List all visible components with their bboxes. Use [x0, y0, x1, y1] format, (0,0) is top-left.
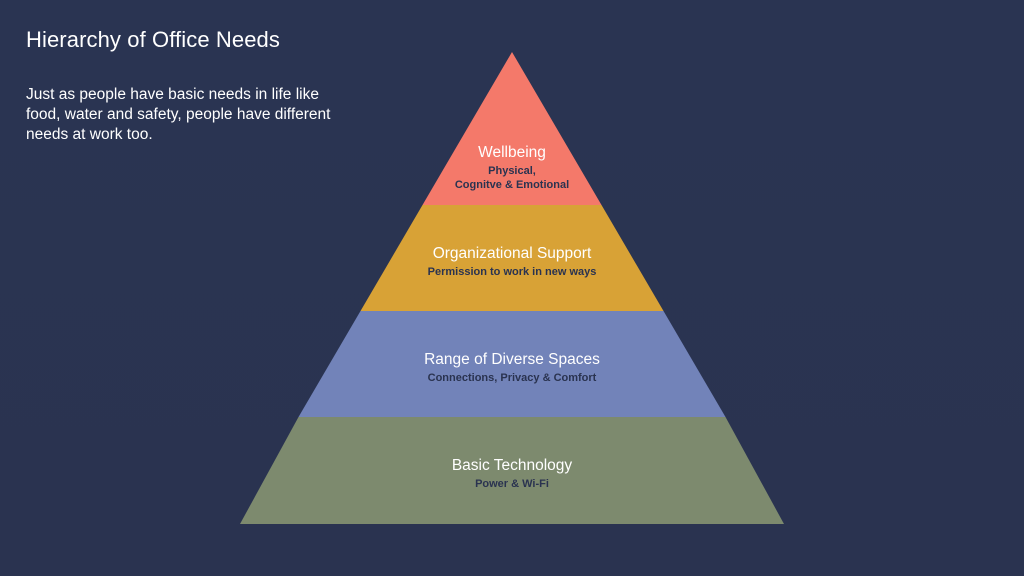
- tier-basic-technology-subtitle: Power & Wi-Fi: [475, 478, 549, 490]
- tier-diverse-spaces: Range of Diverse Spaces Connections, Pri…: [298, 311, 726, 417]
- tier-organizational-support-label: Organizational Support: [433, 245, 592, 262]
- intro-text: Just as people have basic needs in life …: [26, 86, 331, 143]
- tier-wellbeing: Wellbeing Physical, Cognitve & Emotional: [422, 52, 602, 205]
- tier-basic-technology-label: Basic Technology: [452, 457, 573, 474]
- tier-diverse-spaces-shape: [298, 311, 726, 417]
- tier-basic-technology-shape: [240, 417, 784, 524]
- tier-organizational-support-shape: [360, 205, 664, 311]
- tier-diverse-spaces-label: Range of Diverse Spaces: [424, 351, 600, 368]
- tier-wellbeing-subtitle-line-2: Cognitve & Emotional: [455, 179, 569, 191]
- tier-diverse-spaces-subtitle: Connections, Privacy & Comfort: [428, 372, 597, 384]
- tier-wellbeing-subtitle-line-1: Physical,: [488, 165, 536, 177]
- tier-organizational-support-subtitle: Permission to work in new ways: [428, 266, 597, 278]
- slide-title: Hierarchy of Office Needs: [26, 27, 280, 52]
- tier-wellbeing-label: Wellbeing: [478, 144, 546, 161]
- tier-wellbeing-shape: [422, 52, 602, 205]
- tier-basic-technology: Basic Technology Power & Wi-Fi: [240, 417, 784, 524]
- tier-organizational-support: Organizational Support Permission to wor…: [360, 205, 664, 311]
